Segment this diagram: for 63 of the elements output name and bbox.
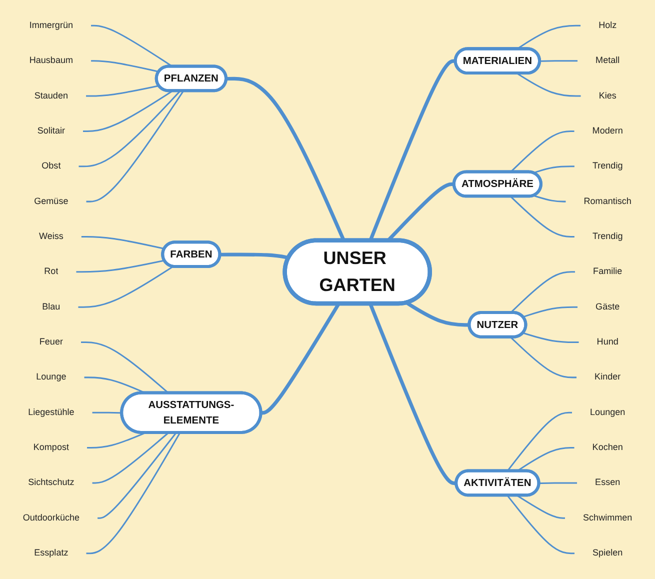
node-text: Liegestühle	[28, 407, 74, 418]
connector	[522, 306, 578, 318]
node-text: Trendig	[592, 160, 623, 172]
connector	[91, 60, 160, 72]
connector	[506, 494, 574, 554]
node-text: Obst	[42, 160, 61, 172]
node-text: Kies	[598, 90, 616, 101]
connector	[510, 271, 576, 314]
node-text: Gemüse	[34, 196, 68, 206]
node-text: Outdoorküche	[22, 512, 80, 523]
connector	[81, 342, 169, 394]
node-text: Feuer	[39, 336, 63, 347]
node-text: Blau	[42, 302, 60, 312]
connector	[533, 166, 574, 174]
node-text: Trendig	[592, 231, 623, 242]
connector	[92, 432, 169, 484]
node-text: Rot	[44, 266, 58, 277]
node-text: Romantisch	[584, 196, 632, 206]
node-text: Spielen	[592, 548, 623, 558]
connector	[539, 482, 578, 484]
node-text: Kompost	[33, 442, 69, 452]
connector	[87, 432, 146, 449]
node-text: Holz	[598, 20, 617, 30]
connector	[540, 60, 578, 62]
node-text: Schwimmen	[583, 512, 632, 523]
connector	[516, 72, 581, 97]
connector	[86, 432, 181, 554]
connector	[78, 90, 181, 168]
connector	[86, 85, 160, 97]
node-text: Kochen	[592, 442, 623, 452]
connector	[510, 196, 574, 238]
connector	[533, 194, 566, 202]
node-text: Solitair	[37, 126, 65, 136]
connector	[510, 130, 574, 173]
node-text: Familie	[593, 266, 622, 277]
node-text: Gäste	[596, 302, 620, 312]
connector	[522, 332, 579, 344]
node-text: Weiss	[38, 231, 64, 242]
node-text: Hund	[596, 336, 618, 347]
node-text: Loungen	[590, 407, 626, 418]
node-text: Immergrün	[29, 20, 73, 30]
connector	[368, 303, 456, 486]
node-text: Hausbaum	[29, 55, 73, 66]
connector	[78, 266, 174, 308]
connector	[510, 336, 577, 378]
connector	[76, 260, 165, 273]
node-text: Essplatz	[34, 548, 68, 558]
node-text: Essen	[595, 477, 620, 488]
connector	[220, 252, 289, 260]
connector	[98, 432, 177, 519]
node-text: Modern	[592, 126, 623, 136]
node-text: Metall	[596, 55, 620, 66]
connector	[81, 236, 165, 250]
connector	[83, 90, 174, 132]
node-text: Lounge	[36, 372, 66, 382]
connector	[92, 412, 122, 414]
node-text: Kinder	[594, 372, 621, 382]
connector	[261, 302, 340, 415]
node-text: Stauden	[34, 90, 68, 101]
connector	[86, 90, 184, 202]
connector	[516, 494, 565, 519]
connector	[406, 301, 470, 327]
node-text: Sichtschutz	[28, 477, 74, 488]
